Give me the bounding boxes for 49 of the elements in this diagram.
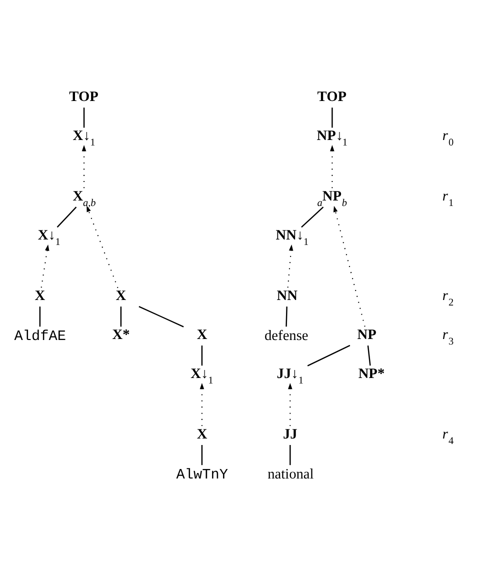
node-text: JJ↓$_{1}$ [276,365,304,386]
node-text: X↓$_{1}$ [72,128,96,148]
connector [307,344,350,366]
node-text: X [34,288,46,304]
node-text: X [196,326,208,343]
node-text: X$_{a,b}$ [72,188,96,209]
node-text: JJ [282,426,298,442]
node-text: defense [264,328,308,344]
node-text: X↓$_{1}$ [38,227,60,248]
arrow [333,205,366,326]
connector [290,444,291,465]
node-text: TOP [317,88,347,105]
node-text: NN↓$_{1}$ [276,227,309,248]
connector [301,206,324,228]
connector [286,306,288,326]
arrow [287,244,294,288]
node-text: TOP [69,88,98,105]
node-text: X* [112,326,130,343]
connector [332,107,333,128]
connector [201,345,203,366]
arrow [86,205,118,288]
label: r$_{1}$ [442,188,454,209]
connector [56,206,77,228]
node-text: $_{a}$NP$_{b}$ [317,188,348,209]
connector [39,306,41,326]
connector [138,305,184,327]
node-text: NP↓$_{1}$ [316,128,348,148]
node-text: X↓$_{1}$ [190,365,214,386]
node-text: NN [276,288,298,304]
node-text: AldfAE [14,328,66,345]
connector [201,444,203,465]
node-text: AlwTnY [176,466,228,483]
connector [367,344,371,366]
arrow [200,382,204,426]
connector [120,306,122,326]
label: r$_{0}$ [442,128,454,148]
node-text: X [196,426,208,442]
arrow [82,144,86,188]
node-text: NP [357,326,376,343]
label: r$_{4}$ [442,426,454,446]
arrow [288,382,292,426]
arrow [40,244,50,288]
node-text: X [116,288,126,304]
connector [83,107,85,128]
label: r$_{2}$ [442,288,454,308]
label: r$_{3}$ [442,326,454,348]
arrow [330,144,334,188]
node-text: NP* [358,365,385,382]
node-text: national [268,466,314,482]
